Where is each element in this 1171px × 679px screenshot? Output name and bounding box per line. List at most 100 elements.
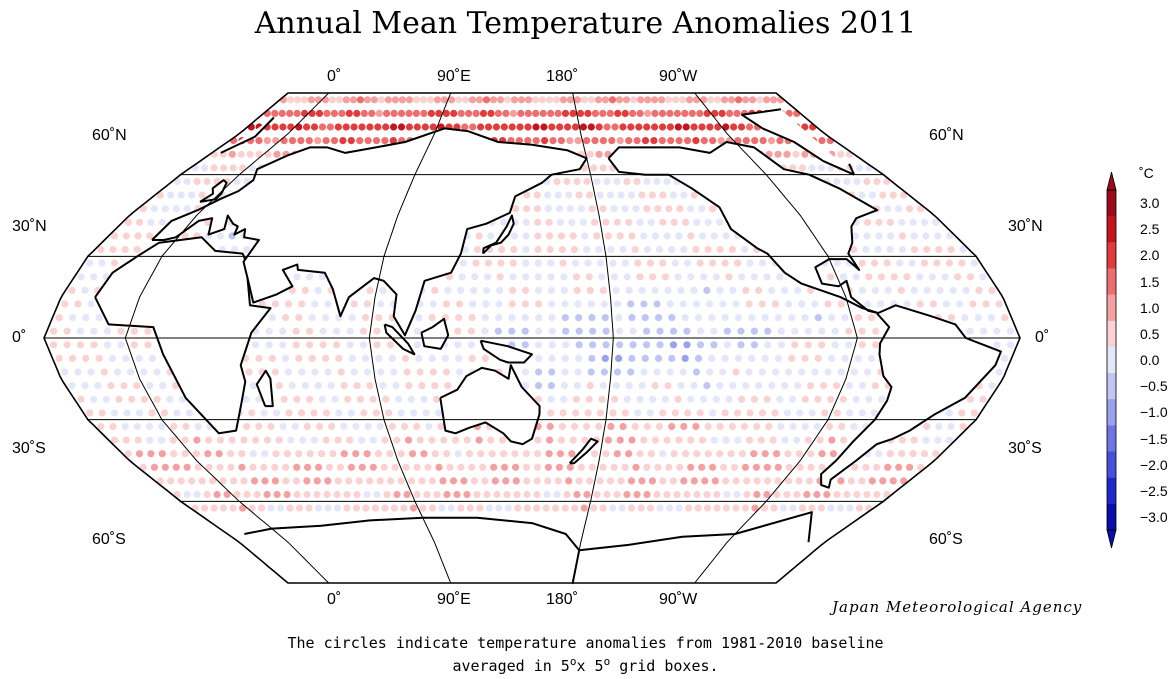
anomaly-dot — [386, 341, 395, 349]
anomaly-dot — [619, 123, 627, 131]
anomaly-dot — [721, 354, 729, 362]
anomaly-dot — [561, 504, 569, 512]
anomaly-dot — [622, 96, 631, 104]
anomaly-dot — [63, 341, 71, 349]
anomaly-dot — [133, 422, 141, 431]
anomaly-dot — [216, 232, 224, 240]
anomaly-dot — [716, 245, 724, 254]
anomaly-dot — [701, 477, 709, 485]
anomaly-dot — [564, 123, 572, 131]
anomaly-dot — [710, 232, 718, 240]
anomaly-dot — [577, 205, 585, 213]
anomaly-dot — [779, 504, 788, 512]
anomaly-dot — [153, 395, 161, 403]
anomaly-dot — [509, 273, 517, 281]
anomaly-dot — [456, 368, 464, 376]
anomaly-dot — [883, 259, 891, 267]
anomaly-dot — [865, 395, 873, 403]
anomaly-dot — [90, 395, 98, 403]
anomaly-dot — [483, 273, 492, 281]
anomaly-dot — [435, 409, 443, 417]
anomaly-dot — [575, 314, 583, 322]
anomaly-dot — [449, 477, 458, 485]
anomaly-dot — [425, 422, 433, 431]
anomaly-dot — [750, 450, 758, 458]
anomaly-dot — [696, 259, 704, 267]
landmass-africa — [94, 236, 272, 435]
anomaly-dot — [565, 191, 573, 199]
anomaly-dot — [237, 150, 245, 158]
anomaly-dot — [627, 368, 635, 376]
anomaly-dot — [722, 504, 731, 512]
anomaly-dot — [122, 232, 130, 240]
anomaly-dot — [721, 409, 729, 417]
anomaly-dot — [681, 354, 689, 362]
anomaly-dot — [756, 96, 764, 104]
anomaly-dot — [734, 314, 743, 322]
anomaly-dot — [764, 477, 772, 485]
anomaly-dot — [81, 286, 89, 294]
anomaly-dot — [566, 137, 574, 145]
anomaly-dot — [198, 477, 206, 485]
anomaly-dot — [181, 232, 189, 240]
anomaly-dot — [418, 477, 426, 485]
anomaly-dot — [819, 382, 828, 390]
anomaly-dot — [441, 354, 449, 362]
anomaly-dot — [227, 450, 235, 458]
anomaly-dot — [146, 382, 154, 390]
anomaly-dot — [501, 463, 509, 471]
anomaly-dot — [609, 409, 617, 417]
anomaly-dot — [203, 490, 211, 499]
anomaly-dot — [647, 450, 656, 458]
anomaly-dot — [675, 436, 683, 444]
anomaly-dot — [473, 245, 481, 254]
anomaly-dot — [673, 490, 681, 499]
anomaly-dot — [947, 314, 956, 322]
anomaly-dot — [575, 354, 583, 362]
anomaly-dot — [412, 96, 420, 104]
anomaly-dot — [559, 259, 567, 267]
anomaly-dot — [248, 164, 256, 172]
anomaly-dot — [534, 245, 542, 254]
anomaly-dot — [381, 137, 389, 145]
anomaly-dot — [680, 422, 688, 431]
anomaly-dot — [664, 382, 672, 390]
anomaly-dot — [729, 382, 737, 390]
anomaly-dot — [271, 477, 279, 485]
anomaly-dot — [580, 96, 589, 104]
anomaly-dot — [546, 245, 554, 254]
anomaly-dot — [654, 314, 663, 322]
anomaly-dot — [252, 341, 260, 349]
anomaly-dot — [628, 232, 636, 240]
anomaly-dot — [522, 463, 531, 471]
anomaly-dot — [887, 232, 895, 240]
anomaly-dot — [469, 300, 477, 308]
anomaly-dot — [593, 490, 601, 499]
caption-line-2-a: averaged in 5 — [452, 657, 570, 675]
anomaly-dot — [393, 436, 401, 444]
anomaly-dot — [489, 96, 498, 104]
anomaly-dot — [563, 490, 571, 499]
anomaly-dot — [286, 504, 294, 512]
anomaly-dot — [698, 463, 706, 471]
anomaly-dot — [818, 341, 826, 349]
anomaly-dot — [532, 109, 540, 117]
anomaly-dot — [340, 382, 348, 390]
caption-line-2-c: grid boxes. — [610, 657, 719, 675]
anomaly-dot — [418, 382, 426, 390]
anomaly-dot — [765, 422, 773, 431]
anomaly-dot — [794, 286, 802, 294]
anomaly-dot — [632, 205, 640, 213]
anomaly-dot — [560, 273, 568, 281]
anomaly-dot — [908, 259, 916, 267]
anomaly-dot — [148, 354, 156, 362]
anomaly-dot — [547, 382, 556, 390]
anomaly-dot — [108, 354, 117, 362]
anomaly-dot — [631, 245, 639, 254]
anomaly-dot — [447, 504, 455, 512]
anomaly-dot — [315, 422, 324, 431]
anomaly-dot — [633, 177, 641, 186]
anomaly-dot — [109, 245, 117, 254]
anomaly-dot — [443, 490, 451, 499]
colorbar-tick-label: 1.5 — [1140, 273, 1160, 290]
